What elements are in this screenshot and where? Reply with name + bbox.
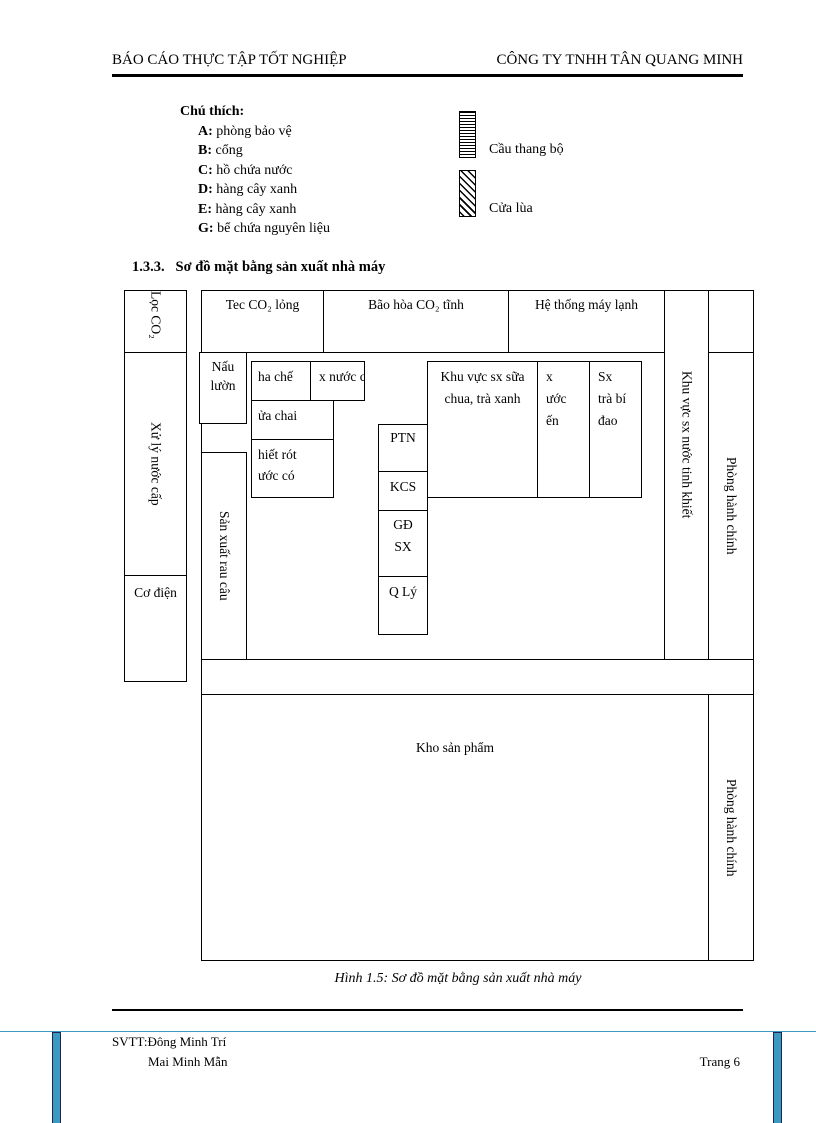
legend-item: A: phòng bảo vệ xyxy=(198,123,292,139)
legend-item: D: hàng cây xanh xyxy=(198,182,298,197)
bottle-washing-room: ửa chai xyxy=(251,400,334,440)
header-rule xyxy=(112,74,743,77)
legend-item: B: cổng xyxy=(198,143,243,158)
winter-melon-tea-room: Sx trà bí đao xyxy=(589,361,642,498)
legend-item: C: hồ chứa nước xyxy=(198,162,293,178)
admin-office-1: Phòng hành chính xyxy=(708,352,754,660)
stairs-label: Cầu thang bộ xyxy=(489,142,564,157)
header-right: CÔNG TY TNHH TÂN QUANG MINH xyxy=(496,52,743,68)
empty-room xyxy=(708,290,754,353)
warehouse: Kho sản phẩm xyxy=(201,694,709,961)
stairs-symbol-icon xyxy=(459,111,476,158)
water-treatment-room: Xử lý nước cấp xyxy=(124,352,187,576)
corridor xyxy=(201,659,754,695)
sliding-door-label: Cửa lùa xyxy=(489,201,533,216)
footer-rule xyxy=(112,1009,743,1011)
electrical-room: Cơ điện xyxy=(124,575,187,682)
qc-room: KCS xyxy=(378,471,428,511)
right-accent-bar xyxy=(773,1032,782,1123)
admin-office-2: Phòng hành chính xyxy=(708,694,754,961)
legend: Chú thích: A: phòng bảo vệ B: cổng C: hồ… xyxy=(180,102,330,239)
page-number: Trang 6 xyxy=(699,1054,740,1069)
footer-accent-line xyxy=(0,1031,816,1032)
soda-room: x nước có gaz xyxy=(310,361,365,401)
lab-room: PTN xyxy=(378,424,428,472)
legend-title: Chú thích: xyxy=(180,104,245,119)
loc-co2-room: Lọc CO₂ xyxy=(124,290,187,353)
legend-item: G: bể chứa nguyên liệu xyxy=(198,221,330,236)
pure-water-area: Khu vực sx nước tinh khiết xyxy=(664,290,709,660)
footer-student-2: Mai Minh Mẫn xyxy=(148,1054,228,1069)
legend-item: E: hàng cây xanh xyxy=(198,201,297,217)
footer-student: SVTT:Đông Minh Trí xyxy=(112,1034,227,1049)
cooking-room: Nấu lườn xyxy=(199,352,247,424)
sliding-door-symbol-icon xyxy=(459,170,476,217)
tec-co2-room: Tec CO₂ lỏng xyxy=(201,290,324,353)
header-left: BÁO CÁO THỰC TẬP TỐT NGHIỆP xyxy=(112,52,347,68)
filling-room: hiết rót ước có xyxy=(251,439,334,498)
left-accent-bar xyxy=(52,1032,61,1123)
jelly-production-room: Sản xuất rau câu xyxy=(201,452,247,660)
production-director-room: GĐ SX xyxy=(378,510,428,577)
bao-hoa-room: Bão hòa CO₂ tĩnh xyxy=(323,290,509,353)
mixing-room: ha chế xyxy=(251,361,311,401)
bird-nest-room: x ước ến xyxy=(537,361,590,498)
management-room: Q Lý xyxy=(378,576,428,635)
figure-caption: Hình 1.5: Sơ đồ mặt bằng sản xuất nhà má… xyxy=(334,971,582,986)
section-heading: 1.3.3. Sơ đồ mặt bằng sản xuất nhà máy xyxy=(132,259,386,275)
yogurt-area: Khu vực sx sữa chua, trà xanh xyxy=(427,361,538,498)
cooling-system-room: Hệ thống máy lạnh xyxy=(508,290,665,353)
